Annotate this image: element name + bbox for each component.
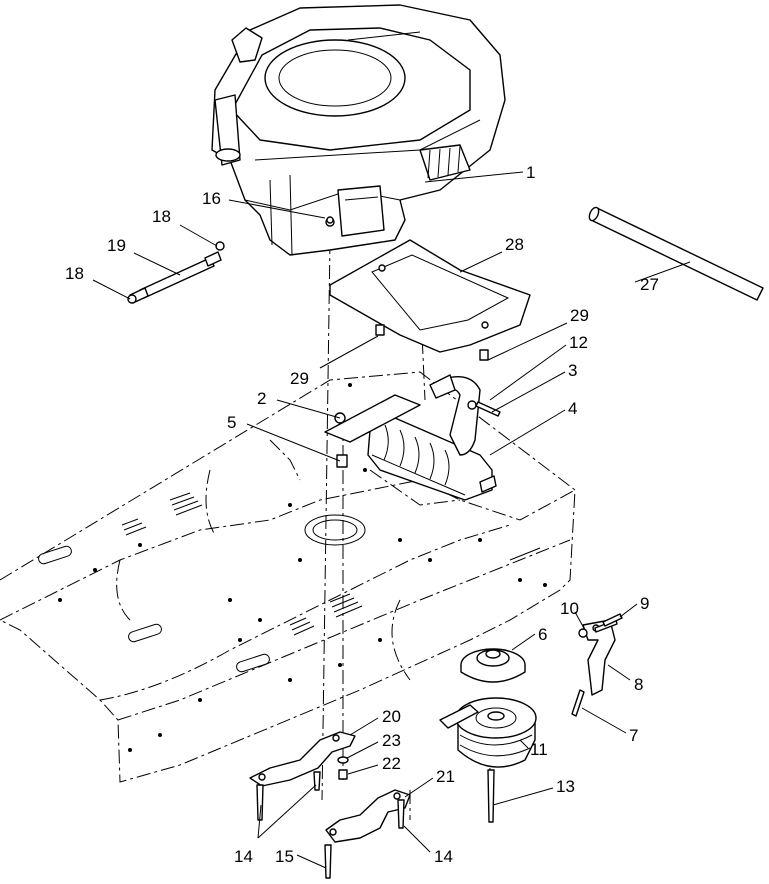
pto-clutch <box>439 697 537 768</box>
callout-12: 12 <box>569 333 588 352</box>
callout-20: 20 <box>382 707 401 726</box>
pulley <box>460 648 526 683</box>
callout-5: 5 <box>227 413 236 432</box>
callout-11: 11 <box>530 740 548 759</box>
callout-6: 6 <box>538 625 547 644</box>
callout-18-left: 18 <box>65 264 84 283</box>
callout-8: 8 <box>634 675 643 694</box>
callout-18-top: 18 <box>152 207 171 226</box>
callout-4: 4 <box>568 399 577 418</box>
bolt <box>256 756 495 879</box>
callout-14-left: 14 <box>234 847 253 866</box>
leader-lines <box>92 171 691 869</box>
callout-7: 7 <box>629 726 638 745</box>
callout-22: 22 <box>382 754 401 773</box>
strut-rod <box>127 241 225 304</box>
callout-27: 27 <box>640 275 659 294</box>
callout-3: 3 <box>568 361 577 380</box>
heat-shield <box>329 239 531 353</box>
clutch-bracket <box>578 613 623 696</box>
pin <box>571 689 585 717</box>
callout-28: 28 <box>505 235 524 254</box>
callout-10: 10 <box>560 599 579 618</box>
callout-15: 15 <box>275 847 294 866</box>
engine-mount-bracket <box>249 731 356 787</box>
callout-16: 16 <box>202 189 221 208</box>
callout-labels: 1 2 3 4 5 6 7 8 9 10 11 12 13 14 14 15 1… <box>65 163 659 866</box>
callout-2: 2 <box>257 389 266 408</box>
callout-29-left: 29 <box>290 369 309 388</box>
callout-29-right: 29 <box>570 306 589 325</box>
callout-21: 21 <box>436 767 455 786</box>
hardware <box>326 216 501 468</box>
engine-mount-bracket <box>325 789 411 843</box>
rod <box>588 206 764 301</box>
callout-13: 13 <box>556 777 575 796</box>
callout-9: 9 <box>640 594 649 613</box>
callout-19: 19 <box>107 236 126 255</box>
engine <box>211 4 506 256</box>
callout-1: 1 <box>526 163 535 182</box>
callout-23: 23 <box>382 731 401 750</box>
callout-14-right: 14 <box>434 847 453 866</box>
muffler <box>324 374 497 501</box>
nut <box>375 324 489 361</box>
